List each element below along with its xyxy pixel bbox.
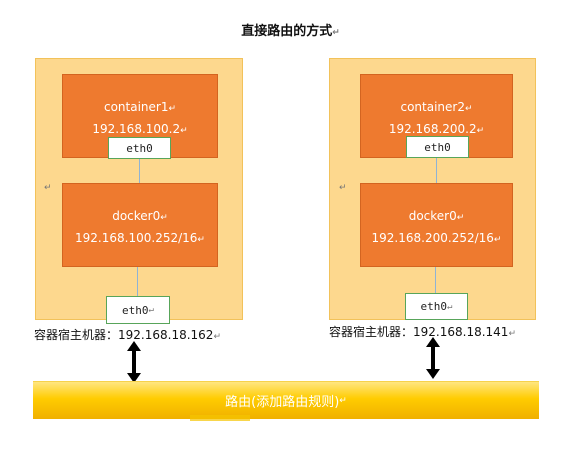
host-1-eth0-label: eth0 [122, 303, 149, 317]
host-1-label: 容器宿主机器：192.168.18.162↵ [34, 326, 221, 343]
double-arrow-2-icon [426, 337, 440, 379]
container-1-eth0-label: eth0 [126, 141, 153, 155]
container-1-ip-line: 192.168.100.2↵ [63, 119, 217, 141]
host-2-label-text: 容器宿主机器： [329, 325, 414, 339]
paragraph-mark-icon: ↵ [508, 329, 516, 339]
container-1-name: container1 [103, 100, 169, 114]
paragraph-mark-icon: ↵ [148, 305, 154, 315]
link-container-2-to-bridge [436, 158, 437, 183]
router-label: 路由(添加路由规则) [225, 395, 340, 410]
paragraph-mark-icon: ↵ [339, 395, 347, 406]
host-1-eth0: eth0↵ [106, 296, 170, 324]
container-2-name-line: container2↵ [361, 97, 512, 119]
bridge-2-ip-line: 192.168.200.252/16↵ [361, 228, 512, 250]
bridge-2-name-line: docker0↵ [361, 206, 512, 228]
host-2-eth0-label: eth0 [420, 300, 448, 313]
title-text: 直接路由的方式 [241, 24, 333, 39]
bridge-1-name-line: docker0↵ [63, 206, 217, 228]
paragraph-mark-icon: ↵ [197, 235, 205, 245]
paragraph-mark-icon: ↵ [44, 183, 52, 193]
bridge-2-ip: 192.168.200.252/16 [371, 231, 494, 245]
double-arrow-1-icon [127, 341, 141, 383]
bridge-2-name: docker0 [408, 209, 457, 223]
paragraph-mark-icon: ↵ [160, 213, 168, 223]
bridge-1-ip-line: 192.168.100.252/16↵ [63, 228, 217, 250]
bridge-2-box: docker0↵ 192.168.200.252/16↵ [360, 183, 513, 267]
container-2-eth0-label: eth0 [424, 140, 451, 154]
paragraph-mark-icon: ↵ [476, 126, 485, 136]
link-bridge-2-to-host-eth0 [435, 267, 436, 293]
paragraph-mark-icon: ↵ [464, 104, 473, 114]
container-2-ip-line: 192.168.200.2↵ [361, 119, 512, 141]
diagram-title: 直接路由的方式↵ [0, 20, 581, 39]
bridge-1-name: docker0 [112, 209, 161, 223]
paragraph-mark-icon: ↵ [332, 28, 340, 38]
link-container-1-to-bridge [139, 159, 140, 183]
host-2-ip: 192.168.18.141 [413, 325, 509, 339]
container-1-name-line: container1↵ [63, 97, 217, 119]
paragraph-mark-icon: ↵ [493, 235, 502, 245]
container-2-ip: 192.168.200.2 [388, 122, 477, 136]
router-highlight [190, 415, 250, 421]
paragraph-mark-icon: ↵ [180, 126, 188, 136]
paragraph-mark-icon: ↵ [447, 301, 453, 312]
paragraph-mark-icon: ↵ [339, 183, 347, 193]
bridge-1-box: docker0↵ 192.168.100.252/16↵ [62, 183, 218, 267]
paragraph-mark-icon: ↵ [456, 213, 465, 223]
link-bridge-1-to-host-eth0 [137, 267, 138, 296]
container-2-eth0: eth0 [406, 136, 469, 158]
host-1-label-text: 容器宿主机器： [34, 328, 119, 342]
container-1-eth0: eth0 [108, 137, 171, 159]
paragraph-mark-icon: ↵ [213, 332, 221, 342]
container-2-name: container2 [400, 100, 465, 114]
container-1-ip: 192.168.100.2 [92, 122, 181, 136]
paragraph-mark-icon: ↵ [168, 104, 177, 114]
host-2-eth0: eth0↵ [405, 293, 468, 320]
bridge-1-ip: 192.168.100.252/16 [75, 231, 198, 245]
host-1-ip: 192.168.18.162 [118, 328, 214, 342]
router-bar: 路由(添加路由规则)↵ [33, 381, 539, 419]
host-2-label: 容器宿主机器：192.168.18.141↵ [329, 323, 516, 340]
